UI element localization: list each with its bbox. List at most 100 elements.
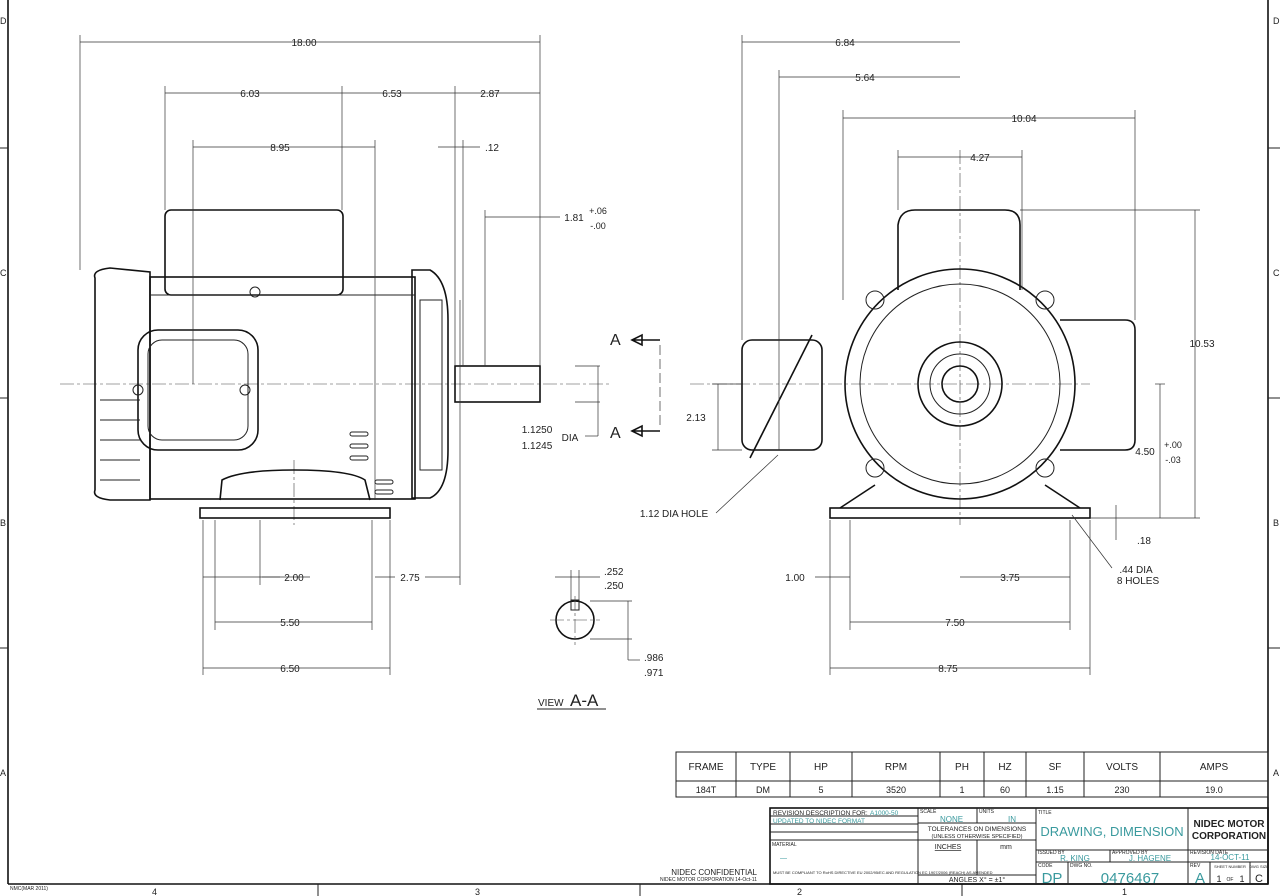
sheet-of: OF <box>1227 877 1234 883</box>
zone-labels: D C B A D C B A 4 3 2 1 NMC(MAR 2011) <box>0 16 1280 896</box>
spec-header-hp: HP <box>814 762 828 773</box>
dim-key-height-max: .986 <box>644 653 664 664</box>
spec-header-type: TYPE <box>750 762 776 773</box>
spec-value-amps: 19.0 <box>1205 785 1223 795</box>
issued-by: R. KING <box>1060 854 1090 863</box>
bolt-hole-dia: .44 DIA <box>1119 565 1153 576</box>
material-label: MATERIAL <box>772 842 797 848</box>
dim-key-width-min: .250 <box>604 581 624 592</box>
spec-value-rpm: 3520 <box>886 785 906 795</box>
dim-2-00: 2.00 <box>284 573 304 584</box>
spec-value-ph: 1 <box>959 785 964 795</box>
company-name: NIDEC MOTOR <box>1194 819 1266 830</box>
spec-value-volts: 230 <box>1114 785 1129 795</box>
section-marker: A A <box>610 332 661 442</box>
drawing-size-label: DWG SIZE <box>1249 864 1269 869</box>
dim-5-64: 5.64 <box>855 73 875 84</box>
spec-header-amps: AMPS <box>1200 762 1229 773</box>
zone-row-d-right: D <box>1273 16 1280 26</box>
dim-4-27: 4.27 <box>970 153 990 164</box>
dim-10-53: 10.53 <box>1189 339 1214 350</box>
dim-overall-length: 18.00 <box>291 38 316 49</box>
dim-0-18: .18 <box>1137 536 1151 547</box>
compliance-note: MUST BE COMPLIANT TO RoHS DIRECTIVE EU 2… <box>773 870 993 875</box>
spec-value-sf: 1.15 <box>1046 785 1064 795</box>
dim-2-75: 2.75 <box>400 573 420 584</box>
mm-column: mm <box>1000 844 1012 851</box>
section-label-top: A <box>610 332 621 349</box>
hole-label: 1.12 DIA HOLE <box>640 509 709 520</box>
title-block: REVISION DESCRIPTION FOR: A1000-50 UPDAT… <box>660 807 1269 887</box>
dim-3-75: 3.75 <box>1000 573 1020 584</box>
angles-tolerance: ANGLES X° = ±1° <box>949 876 1006 884</box>
dim-dia-label: DIA <box>562 433 579 444</box>
units-value: IN <box>1008 815 1016 824</box>
rev-label: REV <box>1190 863 1201 869</box>
dim-8-95: 8.95 <box>270 143 290 154</box>
company-name-line2: CORPORATION <box>1192 831 1266 842</box>
dim-shaft-tol-minus: -.00 <box>590 221 606 231</box>
form-number: NMC(MAR 2011) <box>10 886 48 892</box>
spec-value-frame: 184T <box>696 785 717 795</box>
dim-shaft-dia-max: 1.1250 <box>522 425 553 436</box>
zone-col-3: 3 <box>475 887 480 896</box>
drawing-title: DRAWING, DIMENSION <box>1040 824 1183 839</box>
tolerances-heading: TOLERANCES ON DIMENSIONS <box>928 826 1027 833</box>
dim-shaft-length: 1.81 <box>564 213 584 224</box>
spec-value-hz: 60 <box>1000 785 1010 795</box>
end-view: 6.84 5.64 10.04 4.27 10.53 2.13 4.50 +.0… <box>640 35 1215 675</box>
view-label: A-A <box>570 691 599 710</box>
dim-4-50-tol-minus: -.03 <box>1165 455 1181 465</box>
revision-note: UPDATED TO NIDEC FORMAT <box>773 818 865 825</box>
revision-desc-label: REVISION DESCRIPTION FOR: <box>773 810 868 817</box>
issued-by-label: ISSUED BY <box>1038 850 1065 856</box>
dim-7-50: 7.50 <box>945 618 965 629</box>
zone-row-d: D <box>0 16 7 26</box>
zone-col-1: 1 <box>1122 887 1127 896</box>
approved-by-label: APPROVED BY <box>1112 850 1149 856</box>
spec-header-rpm: RPM <box>885 762 907 773</box>
zone-row-b-right: B <box>1273 518 1279 528</box>
zone-row-c-right: C <box>1273 268 1280 278</box>
spec-header-frame: FRAME <box>689 762 724 773</box>
spec-header-ph: PH <box>955 762 969 773</box>
scale-value: NONE <box>940 815 963 824</box>
spec-header-volts: VOLTS <box>1106 762 1138 773</box>
revision-date: 14-OCT-11 <box>1211 853 1251 862</box>
confidential-subnote: NIDEC MOTOR CORPORATION 14-Oct-11 <box>660 877 757 883</box>
dim-4-50-tol-plus: +.00 <box>1164 440 1182 450</box>
confidential-notice: NIDEC CONFIDENTIAL <box>671 868 757 877</box>
spec-header-hz: HZ <box>998 762 1011 773</box>
bolt-hole-count: 8 HOLES <box>1117 576 1160 587</box>
spec-table: FRAME184TTYPEDMHP5RPM3520PH1HZ60SF1.15VO… <box>675 751 1269 798</box>
revision-desc-code: A1000-50 <box>870 810 899 817</box>
section-label-bottom: A <box>610 425 621 442</box>
dim-key-height-min: .971 <box>644 668 664 679</box>
drawing-number-label: DWG NO. <box>1070 863 1093 869</box>
tolerances-subheading: (UNLESS OTHERWISE SPECIFIED) <box>932 834 1023 840</box>
zone-row-c: C <box>0 268 7 278</box>
inches-column: INCHES <box>935 844 962 851</box>
code-label: CODE <box>1038 863 1053 869</box>
dim-10-04: 10.04 <box>1011 114 1036 125</box>
dim-shaft-dia-min: 1.1245 <box>522 441 553 452</box>
spec-value-type: DM <box>756 785 770 795</box>
zone-col-2: 2 <box>797 887 802 896</box>
sheet-total: 1 <box>1239 874 1244 884</box>
zone-row-a-right: A <box>1273 768 1279 778</box>
dim-4-50: 4.50 <box>1135 447 1155 458</box>
drawing-size: C <box>1255 873 1263 885</box>
dim-2-87: 2.87 <box>480 89 500 100</box>
sheet-number: 1 <box>1216 874 1221 884</box>
view-label-prefix: VIEW <box>538 698 564 709</box>
approved-by: J. HAGENE <box>1129 854 1171 863</box>
drawing-number: 0476467 <box>1101 870 1159 887</box>
sheet-number-label: SHEET NUMBER <box>1214 864 1246 869</box>
dim-8-75: 8.75 <box>938 664 958 675</box>
code-value: DP <box>1042 870 1063 887</box>
zone-row-a: A <box>0 768 6 778</box>
spec-value-hp: 5 <box>818 785 823 795</box>
dim-6-84: 6.84 <box>835 38 855 49</box>
